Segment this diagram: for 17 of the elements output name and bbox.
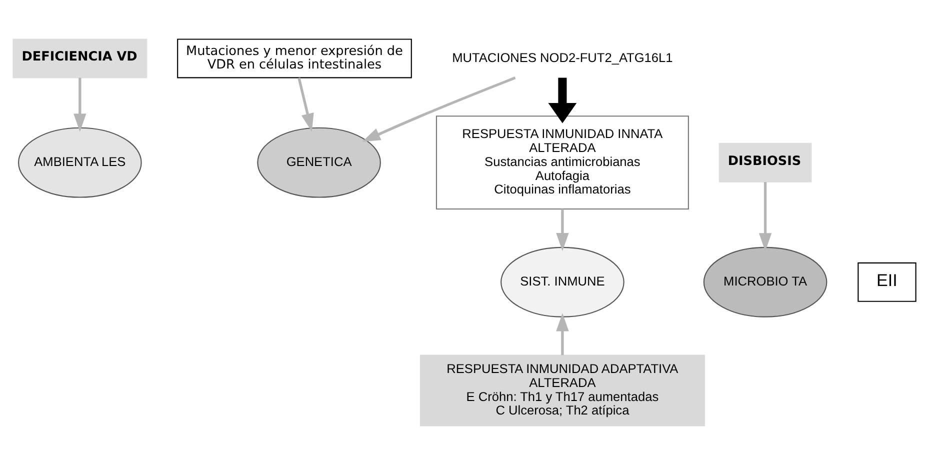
node-ellipse: MICROBIO TA bbox=[703, 246, 828, 318]
node-ellipse: AMBIENTA LES bbox=[18, 127, 142, 198]
node-ellipse: SIST. INMUNE bbox=[500, 246, 624, 318]
node-text: MUTACIONES NOD2-FUT2_ATG16L1 bbox=[452, 50, 673, 65]
node-box: RESPUESTA INMUNIDAD INNATA ALTERADA Sustancias antimicrobianas Autofagia Citoquinas inflamatorias bbox=[436, 116, 689, 210]
arrow bbox=[548, 78, 577, 124]
arrow bbox=[362, 76, 516, 142]
node-box: RESPUESTA INMUNIDAD ADAPTATIVA ALTERADA E Cröhn: Th1 y Th17 aumentadas C Ulcerosa; Th2 atípica bbox=[420, 354, 705, 426]
arrow bbox=[758, 182, 772, 252]
node-box: DISBIOSIS bbox=[718, 142, 812, 182]
node-box: EII bbox=[858, 262, 916, 302]
arrow bbox=[298, 77, 314, 132]
node-box: Mutaciones y menor expresión de VDR en células intestinales bbox=[177, 38, 412, 78]
arrow bbox=[556, 209, 569, 252]
arrow bbox=[74, 78, 86, 132]
arrow bbox=[556, 313, 569, 356]
node-box: DEFICIENCIA VD bbox=[12, 38, 148, 78]
